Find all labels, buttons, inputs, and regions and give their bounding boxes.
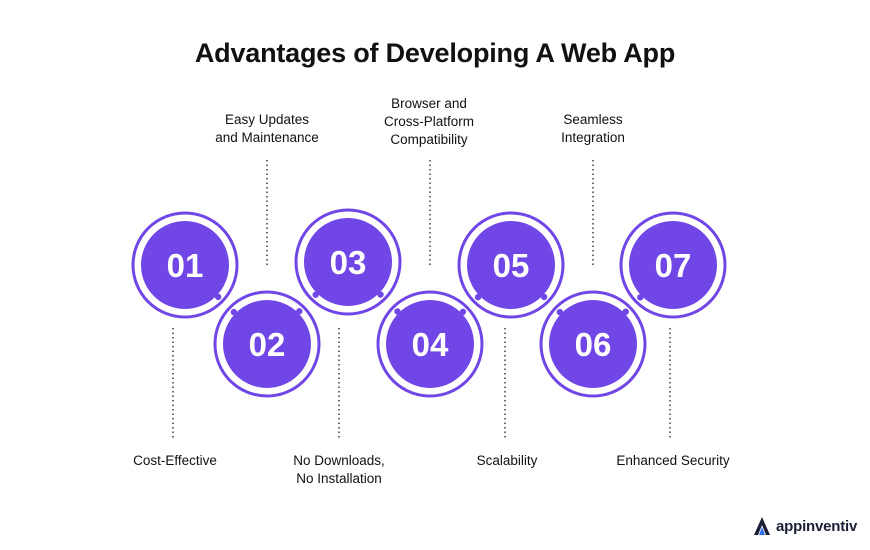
step-circle-2 xyxy=(223,300,311,388)
step-circle-6 xyxy=(549,300,637,388)
brand-logo: appinventiv xyxy=(752,515,857,537)
step-circle-4 xyxy=(386,300,474,388)
step-label-line: Seamless xyxy=(563,112,623,127)
step-label-line: No Installation xyxy=(296,471,382,486)
step-label-7: Enhanced Security xyxy=(593,452,753,470)
step-circles: 01 02 03 04 05 06 07 xyxy=(131,208,727,398)
step-label-line: Browser and xyxy=(391,96,467,111)
appinventiv-logo-icon xyxy=(754,517,770,535)
step-number-6: 06 xyxy=(575,326,612,363)
step-label-line: Compatibility xyxy=(390,132,468,147)
page-title: Advantages of Developing A Web App xyxy=(194,38,676,68)
brand-name: appinventiv xyxy=(776,517,858,535)
step-label-line: Integration xyxy=(561,130,625,145)
step-label-line: Enhanced Security xyxy=(616,453,730,468)
step-number-2: 02 xyxy=(249,326,286,363)
step-label-line: Easy Updates xyxy=(224,112,310,127)
step-number-5: 05 xyxy=(493,247,530,284)
step-label-line: and Maintenance xyxy=(215,130,319,145)
step-label-1: Cost-Effective xyxy=(95,452,255,470)
step-label-line: Scalability xyxy=(476,453,538,468)
connector-lines xyxy=(172,160,671,438)
step-label-line: Cross-Platform xyxy=(383,114,474,129)
step-label-2: Easy Updates and Maintenance xyxy=(187,111,347,147)
step-number-4: 04 xyxy=(412,326,449,363)
step-circle-3 xyxy=(304,218,392,306)
step-number-3: 03 xyxy=(330,244,367,281)
step-circle-5 xyxy=(467,221,555,309)
step-label-5: Scalability xyxy=(427,452,587,470)
step-label-line: No Downloads, xyxy=(293,453,385,468)
step-circle-7 xyxy=(629,221,717,309)
step-label-line: Cost-Effective xyxy=(133,453,217,468)
step-label-3: No Downloads, No Installation xyxy=(259,452,419,488)
step-circle-1 xyxy=(141,221,229,309)
step-number-7: 07 xyxy=(655,247,692,284)
step-number-1: 01 xyxy=(167,247,204,284)
